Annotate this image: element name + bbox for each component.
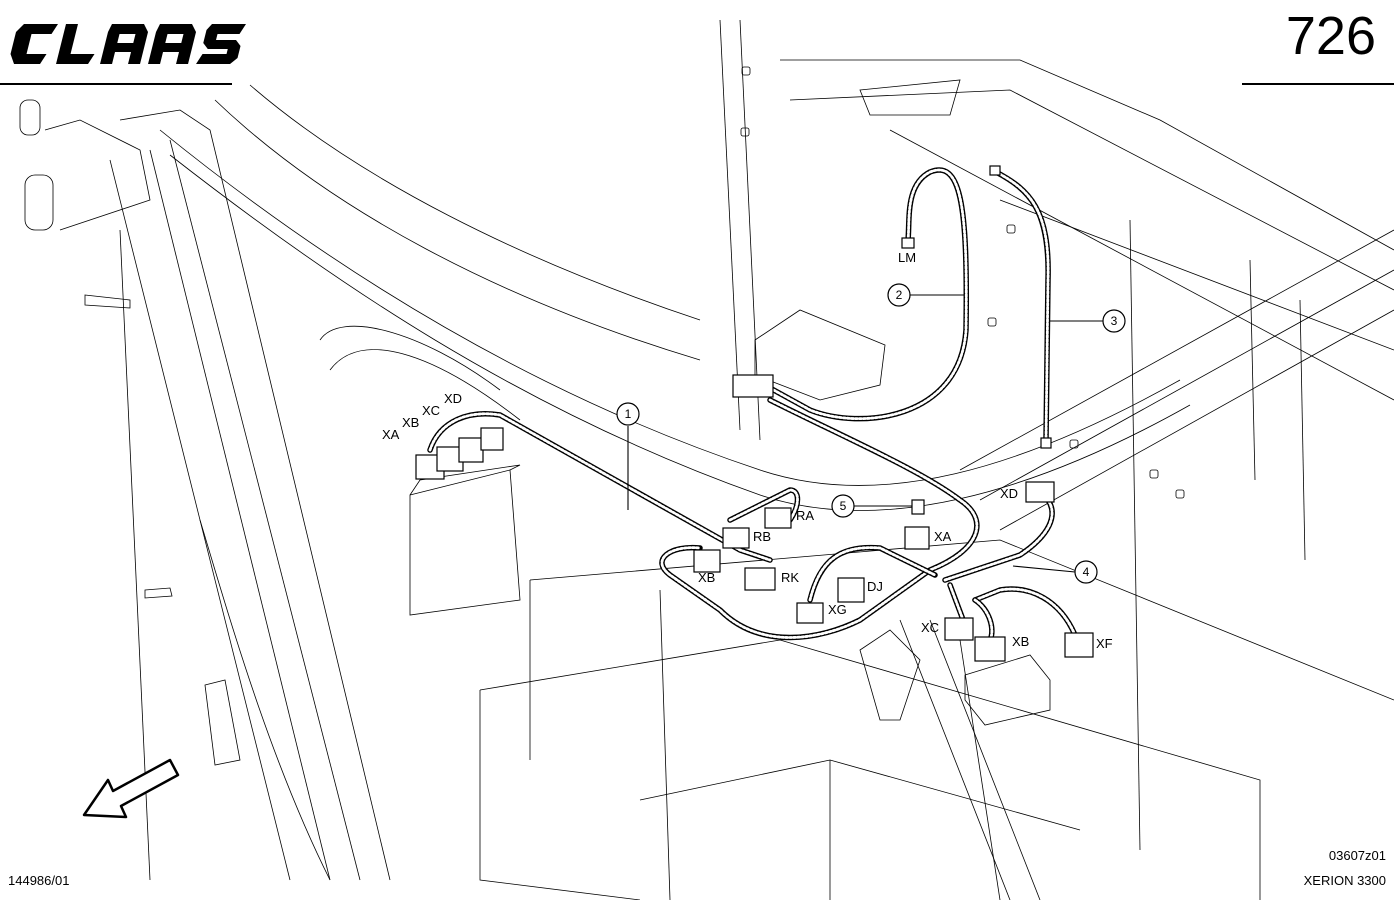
ecu-plug: [732, 374, 774, 398]
label-xf: XF: [1096, 636, 1113, 651]
svg-text:4: 4: [1083, 565, 1090, 579]
harness-1-cable: [427, 397, 980, 641]
harness-2-cable: [767, 167, 970, 422]
page-number: 726: [1285, 6, 1376, 66]
label-xd-right: XD: [1000, 486, 1018, 501]
label-xb-right: XB: [1012, 634, 1029, 649]
harness-1-connectors: [415, 427, 930, 624]
doc-number: 144986/01: [8, 873, 70, 888]
callout-4: [1074, 560, 1098, 584]
connector-3-top: [989, 165, 1001, 176]
label-xg: XG: [828, 602, 847, 617]
model-name: XERION 3300: [1303, 873, 1386, 888]
label-xa-center: XA: [934, 529, 952, 544]
svg-text:2: 2: [896, 288, 903, 302]
label-xd-left: XD: [444, 391, 462, 406]
label-xb-center: XB: [698, 570, 715, 585]
claas-logo: [10, 24, 246, 64]
callouts: 1 2 3 4 5: [616, 283, 1126, 584]
connector-labels: XA XB XC XD RA RB RK XB XG DJ XA LM XD X…: [382, 250, 1113, 651]
arrow-southwest-icon: [82, 758, 180, 819]
connector-3-bottom: [1040, 437, 1052, 449]
label-dj: DJ: [867, 579, 883, 594]
label-xa-left: XA: [382, 427, 400, 442]
figure-code: 03607z01: [1328, 848, 1386, 863]
callout-3: [1102, 309, 1126, 333]
label-xc-left: XC: [422, 403, 440, 418]
harness-4-cable: [942, 497, 1078, 643]
connector-lm: [901, 237, 915, 249]
label-ra: RA: [796, 508, 814, 523]
svg-text:1: 1: [625, 407, 632, 421]
cab-structure: [19, 19, 1394, 901]
callout-1: [616, 402, 640, 426]
callout-2: [887, 283, 911, 307]
svg-text:5: 5: [840, 499, 847, 513]
label-xc-right: XC: [921, 620, 939, 635]
harness-3-cable: [993, 169, 1051, 443]
label-xb-left: XB: [402, 415, 419, 430]
callout-5: [831, 494, 855, 518]
label-lm: LM: [898, 250, 916, 265]
svg-text:3: 3: [1111, 314, 1118, 328]
harness-4-connectors: [944, 481, 1094, 662]
label-rk: RK: [781, 570, 799, 585]
label-rb: RB: [753, 529, 771, 544]
